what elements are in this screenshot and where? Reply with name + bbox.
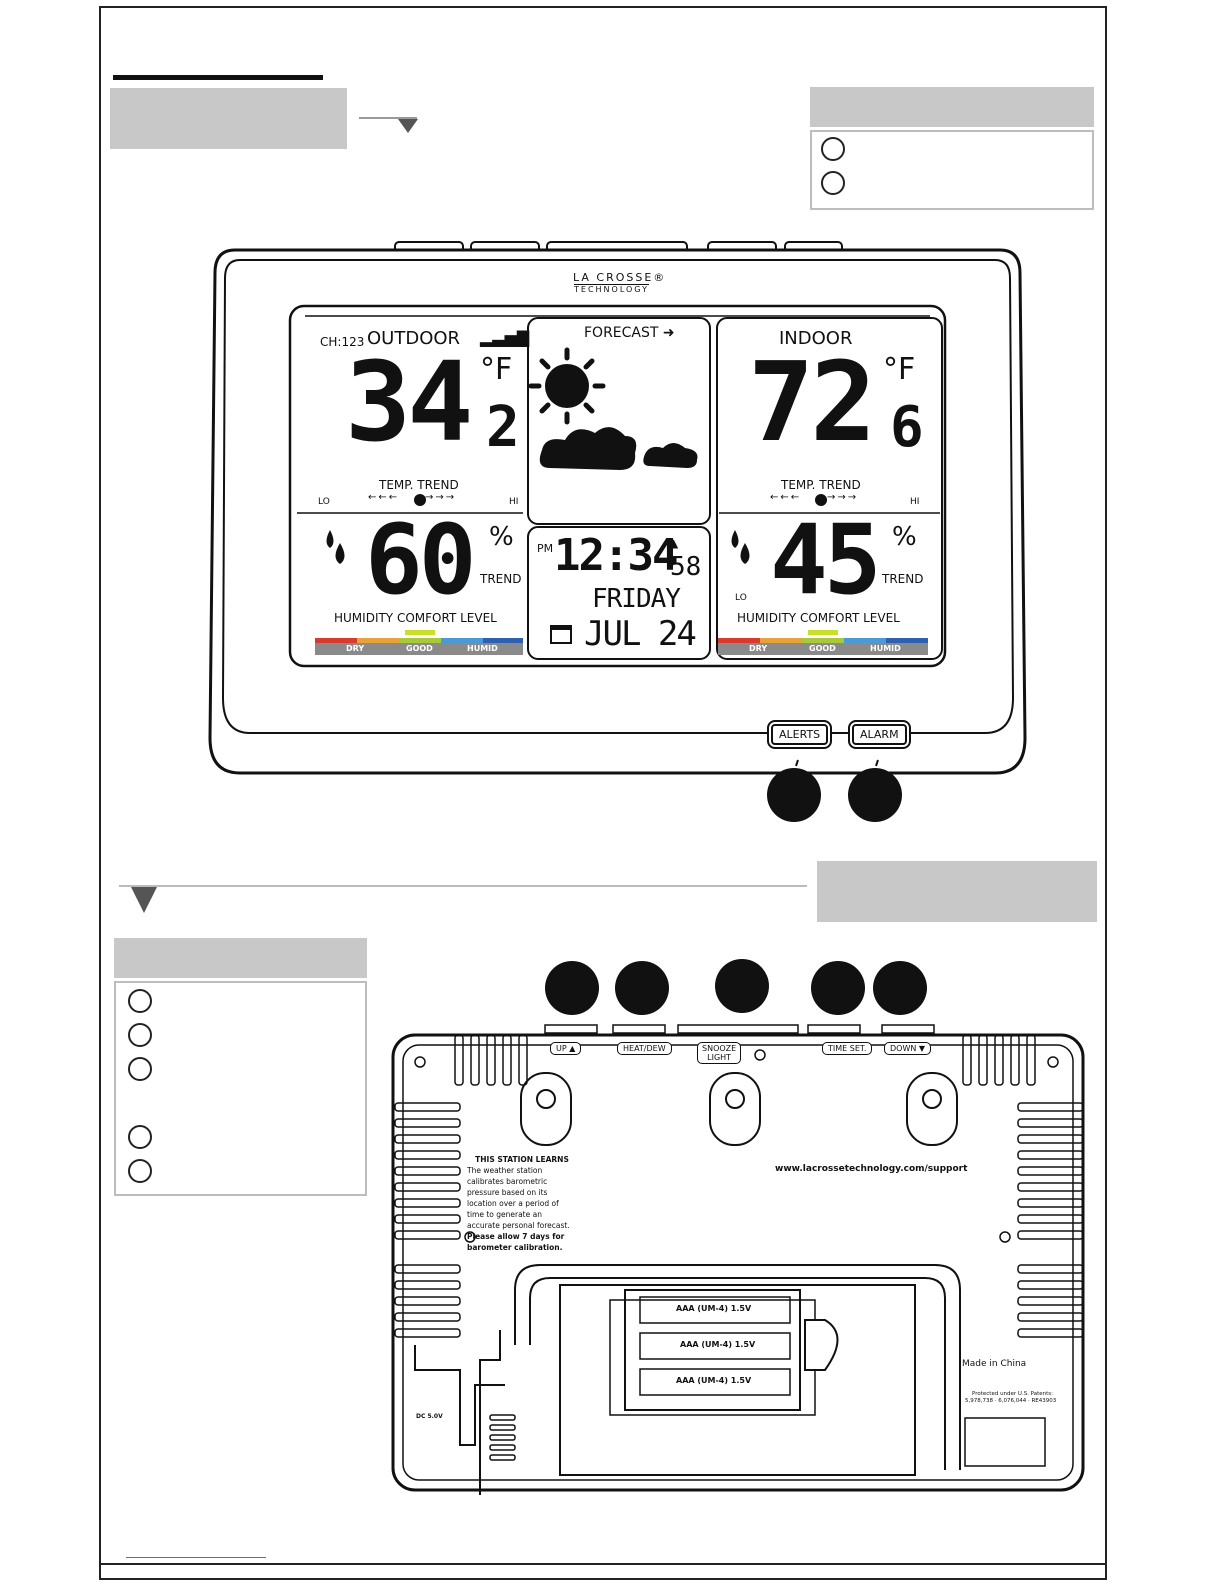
time-set-button[interactable]: TIME SET. bbox=[822, 1042, 873, 1055]
brand-name: LA CROSSE® bbox=[573, 271, 667, 284]
clock-date: JUL 24 bbox=[584, 614, 697, 654]
indoor-comfort: HUMIDITY COMFORT LEVEL bbox=[737, 611, 900, 625]
footer-rule bbox=[99, 1563, 1107, 1565]
light-label: LIGHT bbox=[707, 1053, 732, 1062]
outdoor-trend-arrows: ←←← →→→ bbox=[368, 492, 457, 503]
legend-back-circle-4 bbox=[128, 1125, 152, 1149]
outdoor-humidity: 60 bbox=[365, 504, 477, 616]
outdoor-title: OUTDOOR bbox=[367, 328, 461, 349]
heat-dew-button[interactable]: HEAT/DEW bbox=[617, 1042, 672, 1055]
indoor-lo: LO bbox=[735, 593, 747, 603]
clock-day: FRIDAY bbox=[592, 584, 681, 614]
legend-box-back bbox=[114, 981, 367, 1196]
dc-label: DC 5.0V bbox=[416, 1413, 443, 1420]
outdoor-channel: CH:123 bbox=[320, 335, 365, 349]
legend-circle-2 bbox=[821, 171, 845, 195]
signal-icon: ▂▃▅▇ bbox=[480, 328, 530, 347]
outdoor-lo: LO bbox=[318, 497, 330, 507]
indoor-humidity: 45 bbox=[770, 504, 882, 616]
learns-title: THIS STATION LEARNS bbox=[475, 1155, 569, 1164]
pointer-line bbox=[359, 117, 417, 119]
pointer-arrow bbox=[398, 119, 418, 133]
indoor-temp: 72 bbox=[748, 338, 876, 466]
snooze-light-button[interactable]: SNOOZE LIGHT bbox=[697, 1042, 742, 1064]
clock-seconds: 58 bbox=[670, 552, 702, 582]
snooze-label: SNOOZE bbox=[702, 1044, 737, 1053]
back-section-rule bbox=[119, 885, 807, 887]
legend-back-circle-5 bbox=[128, 1159, 152, 1183]
down-button[interactable]: DOWN ▼ bbox=[884, 1042, 932, 1055]
back-section-arrow bbox=[131, 887, 157, 913]
callout-down bbox=[873, 961, 927, 1015]
battery-3: AAA (UM-4) 1.5V bbox=[676, 1376, 752, 1385]
legend-back-circle-1 bbox=[128, 989, 152, 1013]
up-button[interactable]: UP ▲ bbox=[550, 1042, 582, 1055]
outdoor-good: GOOD bbox=[406, 644, 433, 653]
outdoor-dry: DRY bbox=[346, 644, 365, 653]
back-device bbox=[391, 1024, 1085, 1495]
indoor-pct: % bbox=[892, 522, 917, 552]
indoor-unit: °F bbox=[883, 352, 916, 387]
front-device bbox=[208, 241, 1027, 775]
header-rule bbox=[113, 75, 323, 80]
callout-snooze bbox=[715, 959, 769, 1013]
patents-2: 5,978,738 · 6,076,044 · RE43903 bbox=[965, 1398, 1057, 1404]
indoor-dry: DRY bbox=[749, 644, 768, 653]
learns-bold: Please allow 7 days for barometer calibr… bbox=[467, 1232, 565, 1252]
legend-header-back bbox=[114, 938, 367, 978]
learns-body: The weather station calibrates barometri… bbox=[467, 1166, 570, 1230]
legend-header-front bbox=[810, 87, 1094, 127]
indoor-trend: TREND bbox=[882, 572, 924, 586]
outdoor-trend-label: TEMP. TREND bbox=[379, 478, 459, 492]
battery-2: AAA (UM-4) 1.5V bbox=[680, 1340, 756, 1349]
callout-heat-dew bbox=[615, 961, 669, 1015]
outdoor-humid: HUMID bbox=[467, 644, 498, 653]
indoor-hi: HI bbox=[910, 497, 920, 507]
outdoor-comfort: HUMIDITY COMFORT LEVEL bbox=[334, 611, 497, 625]
indoor-humid: HUMID bbox=[870, 644, 901, 653]
section-title-box-front bbox=[110, 88, 347, 149]
brand-sub: TECHNOLOGY bbox=[574, 284, 649, 294]
clock-ampm: PM bbox=[537, 542, 554, 555]
patents-1: Protected under U.S. Patents: bbox=[972, 1391, 1054, 1397]
alarm-bell-icon: ▲ bbox=[669, 536, 679, 550]
callout-alarm bbox=[848, 768, 902, 822]
callout-up bbox=[545, 961, 599, 1015]
callout-time-set bbox=[811, 961, 865, 1015]
legend-circle-1 bbox=[821, 137, 845, 161]
indoor-good: GOOD bbox=[809, 644, 836, 653]
outdoor-temp: 34 bbox=[345, 338, 473, 466]
indoor-temp-dec: 6 bbox=[890, 395, 924, 460]
legend-back-circle-3 bbox=[128, 1057, 152, 1081]
alerts-button[interactable]: ALERTS bbox=[771, 724, 829, 745]
outdoor-pct: % bbox=[489, 522, 514, 552]
footer-link-line bbox=[126, 1557, 266, 1558]
outdoor-temp-dec: 2 bbox=[486, 395, 520, 460]
battery-1: AAA (UM-4) 1.5V bbox=[676, 1304, 752, 1313]
alarm-button[interactable]: ALARM bbox=[852, 724, 907, 745]
legend-back-circle-2 bbox=[128, 1023, 152, 1047]
forecast-title: FORECAST ➜ bbox=[584, 325, 675, 341]
outdoor-trend: TREND bbox=[480, 572, 522, 586]
clock-time: 12:34 bbox=[554, 530, 678, 581]
callout-alerts bbox=[767, 768, 821, 822]
indoor-title: INDOOR bbox=[779, 328, 853, 349]
outdoor-unit: °F bbox=[480, 352, 513, 387]
outdoor-hi: HI bbox=[509, 497, 519, 507]
page-border bbox=[99, 6, 1107, 1580]
section-title-box-back bbox=[817, 861, 1097, 922]
legend-box-front bbox=[810, 130, 1094, 210]
support-url: www.lacrossetechnology.com/support bbox=[775, 1164, 968, 1174]
learns-text: THIS STATION LEARNS The weather station … bbox=[467, 1154, 577, 1253]
made-in: Made in China bbox=[962, 1359, 1027, 1369]
indoor-trend-arrows: ←←← →→→ bbox=[770, 492, 859, 503]
indoor-trend-label: TEMP. TREND bbox=[781, 478, 861, 492]
